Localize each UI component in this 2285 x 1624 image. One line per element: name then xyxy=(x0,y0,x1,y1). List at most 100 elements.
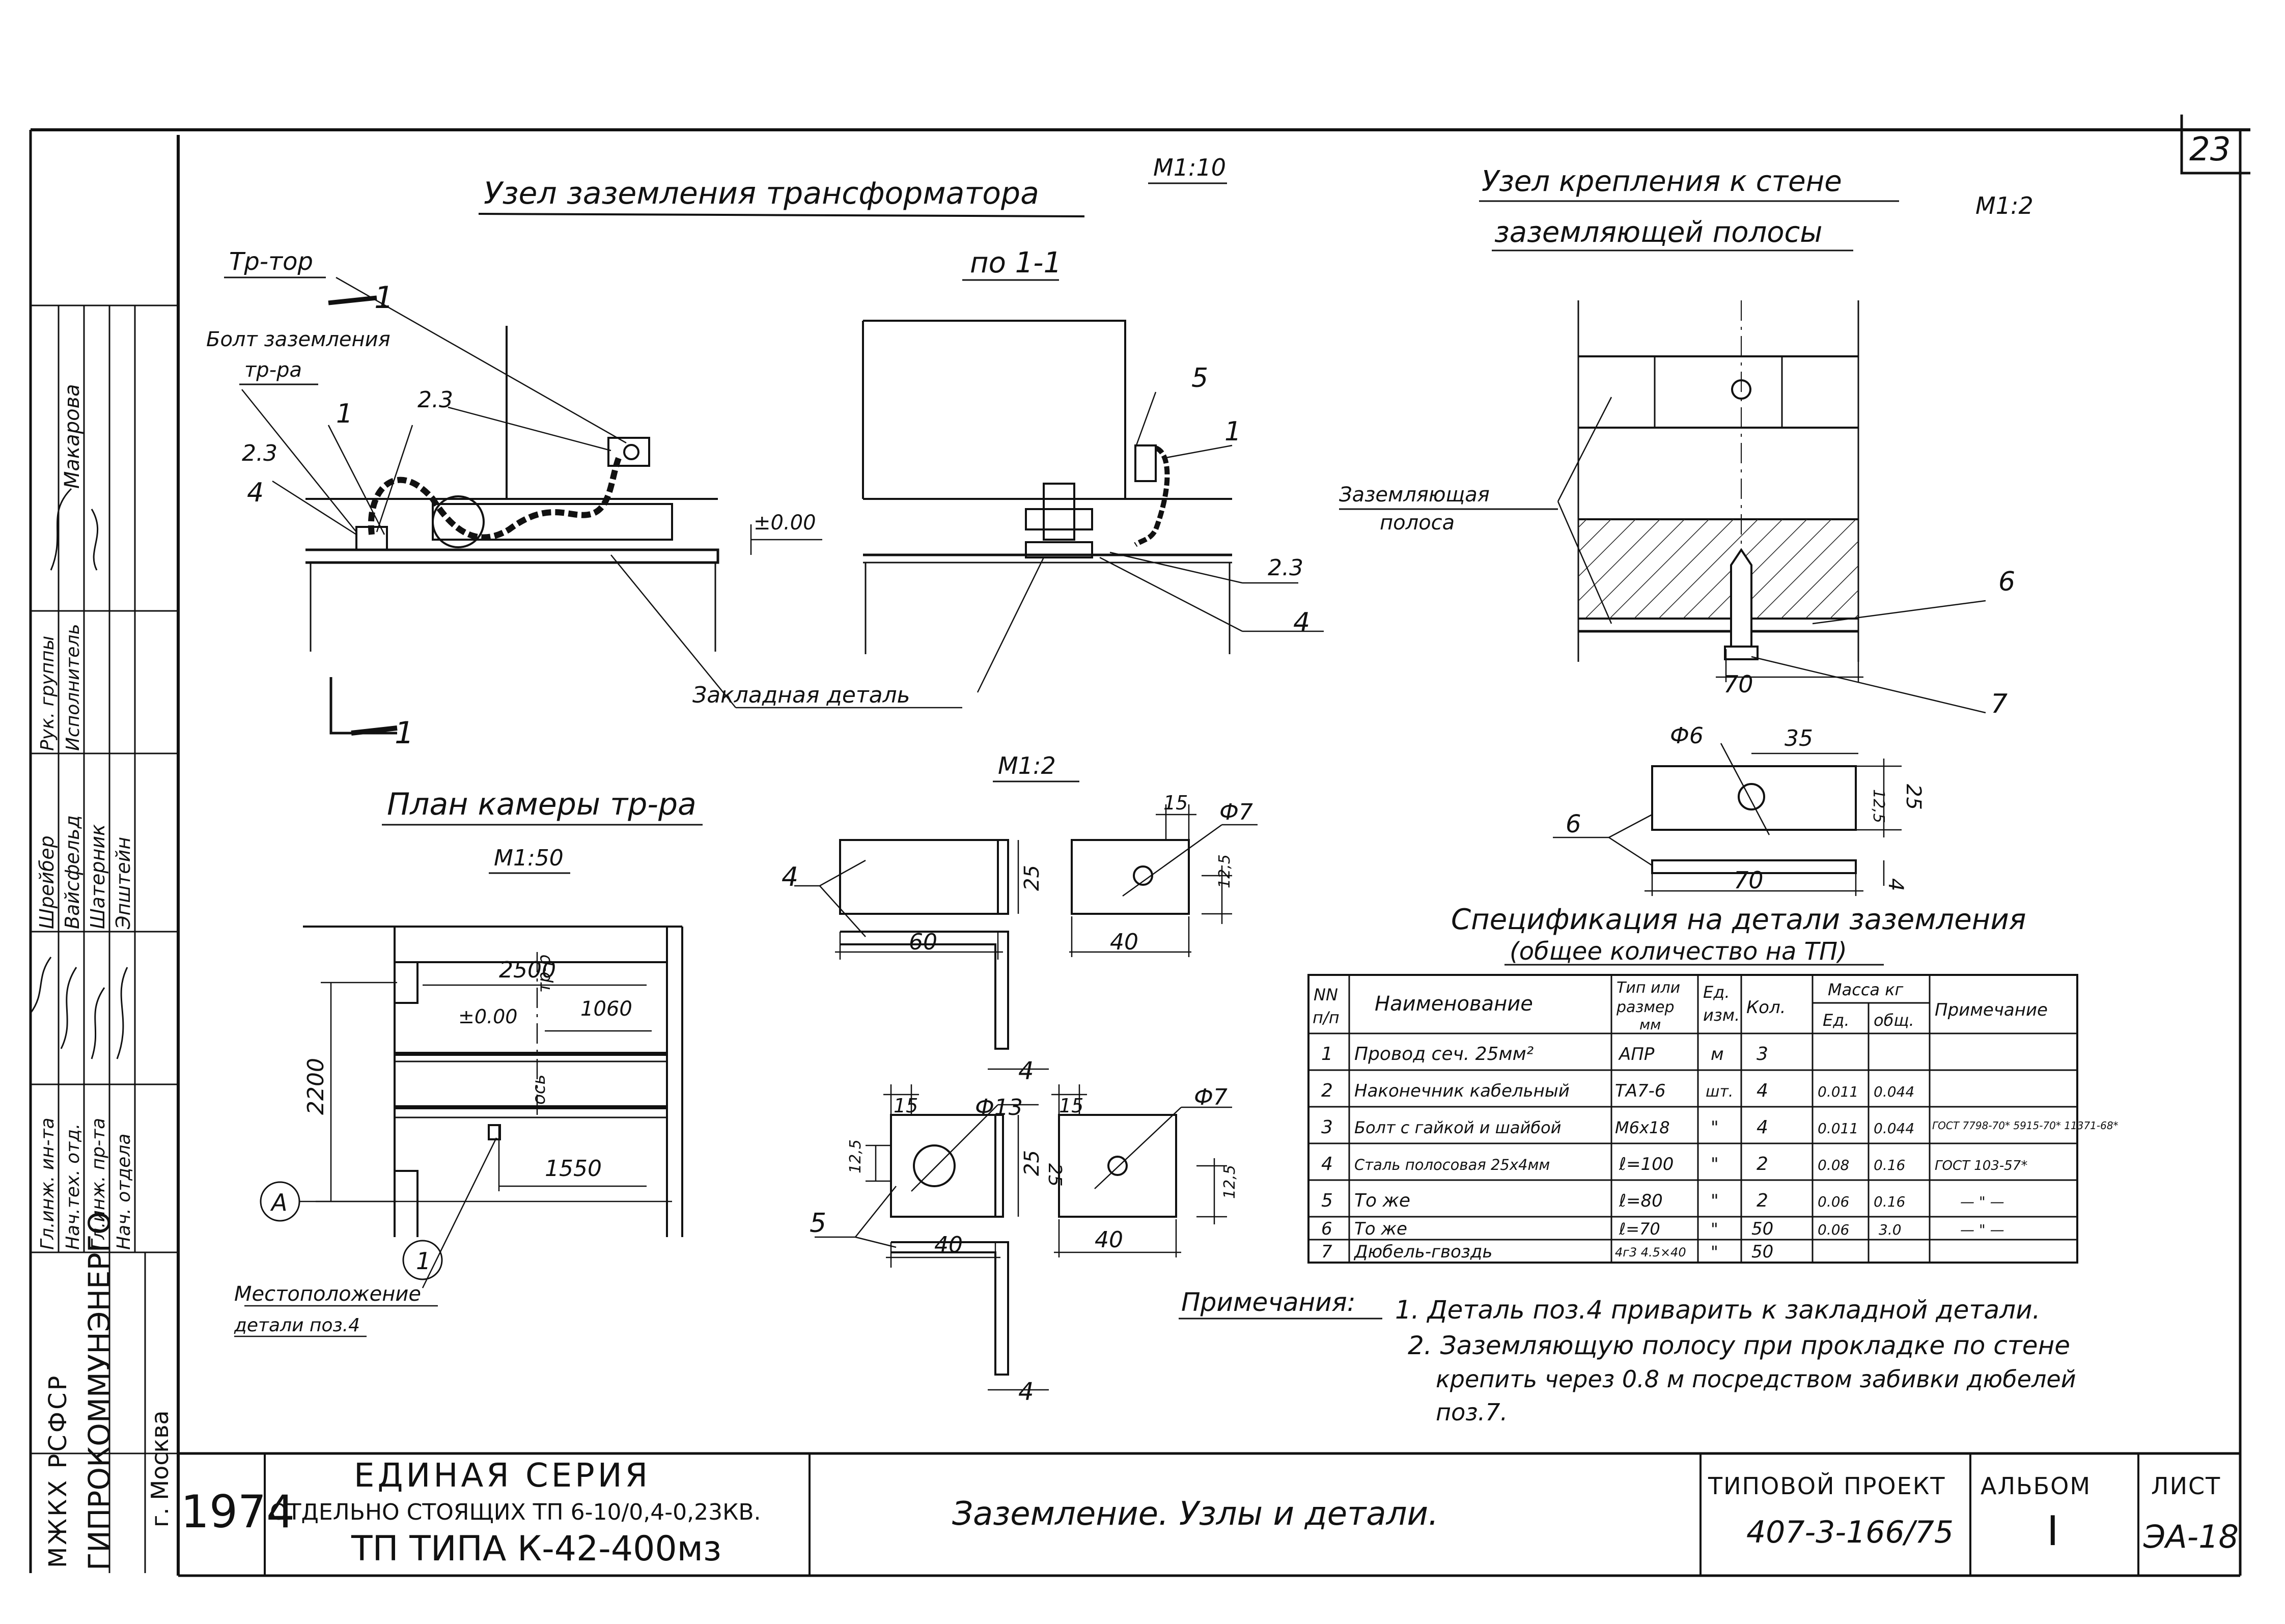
cell-unit: " xyxy=(1711,1219,1718,1239)
cell-note: ГОСТ 7798-70* 5915-70* 11371-68* xyxy=(1932,1119,2119,1132)
cell-num: 6 xyxy=(1321,1219,1332,1239)
note-2: 2. Заземляющую полосу при прокладке по с… xyxy=(1408,1331,2070,1360)
cell-unit: " xyxy=(1711,1154,1719,1174)
det-pos-4: 4 xyxy=(782,862,798,892)
hdr-type-3: мм xyxy=(1639,1016,1661,1033)
cell-type: ТА7-6 xyxy=(1615,1081,1666,1101)
hdr-mass: Масса кг xyxy=(1828,980,1904,999)
table-row: 1 Провод сеч. 25мм² АПР м 3 xyxy=(1321,1044,1768,1065)
det-dim-12-5a: 12,5 xyxy=(1216,854,1234,888)
section-mark-bottom: 1 xyxy=(395,715,414,751)
cell-qty: 50 xyxy=(1751,1242,1773,1262)
det-dim-12-5c: 12,5 xyxy=(1221,1165,1239,1199)
det-dim-12-5b: 12,5 xyxy=(847,1139,865,1173)
hdr-unit-2: изм. xyxy=(1703,1005,1740,1025)
dim-12-5: 12,5 xyxy=(1870,789,1887,823)
sheet-frame xyxy=(31,130,2250,1576)
cell-unit: м xyxy=(1711,1044,1724,1065)
signature xyxy=(51,489,98,570)
cell-type: М6х18 xyxy=(1615,1118,1670,1137)
plan-level: ±0.00 xyxy=(458,1005,517,1028)
label-axis: ось xyxy=(529,1074,549,1105)
cell-qty: 2 xyxy=(1757,1154,1768,1174)
spec-title-2: (общее количество на ТП) xyxy=(1510,937,1847,966)
cell-type: ℓ=100 xyxy=(1619,1154,1674,1174)
cell-mass-unit: 0.011 xyxy=(1818,1120,1858,1137)
role-1: Нач.тех. отд. xyxy=(63,1124,83,1250)
table-row: 2 Наконечник кабельный ТА7-6 шт. 4 0.011… xyxy=(1321,1080,1914,1101)
dim-1060: 1060 xyxy=(580,997,632,1021)
cell-note: — " — xyxy=(1960,1193,2004,1210)
role-5: Исполнитель xyxy=(63,624,83,751)
view-section-1-1: по 1-1 5 1 2.3 4 xyxy=(863,246,1324,692)
series-line-1: ЕДИНАЯ СЕРИЯ xyxy=(354,1457,651,1495)
hdr-unit-1: Ед. xyxy=(1703,983,1730,1002)
cell-unit: " xyxy=(1711,1117,1719,1138)
cell-mass-total: 0.044 xyxy=(1874,1120,1914,1137)
year: 1974 xyxy=(181,1486,295,1538)
label-tr: тр-р xyxy=(534,955,554,993)
cell-qty: 3 xyxy=(1757,1044,1768,1065)
sheet-number: 23 xyxy=(2189,131,2231,169)
cell-name: То же xyxy=(1354,1190,1410,1211)
pos-2-3-left: 2.3 xyxy=(242,440,277,466)
cell-mass-unit: 0.011 xyxy=(1818,1083,1858,1100)
plan-pos-1: 1 xyxy=(416,1247,431,1275)
role-2: Гл.инж. пр-та xyxy=(88,1118,109,1250)
hdr-note: Примечание xyxy=(1935,1000,2048,1020)
cell-type: АПР xyxy=(1618,1044,1655,1065)
cell-name: То же xyxy=(1354,1219,1407,1239)
plan-note-1: Местоположение xyxy=(234,1282,421,1306)
det-dim-40c: 40 xyxy=(1095,1227,1123,1253)
cell-mass-unit: 0.06 xyxy=(1818,1221,1849,1238)
table-row: 4 Сталь полосовая 25х4мм ℓ=100 " 2 0.08 … xyxy=(1321,1154,2027,1174)
cell-mass-total: 0.16 xyxy=(1874,1157,1905,1173)
spec-table: Спецификация на детали заземления (общее… xyxy=(1308,903,2119,1263)
role-3: Нач. отдела xyxy=(114,1134,134,1250)
dim-2500: 2500 xyxy=(499,957,556,983)
view-strip-detail: Ф6 35 12,5 25 6 70 4 xyxy=(1553,723,1925,896)
cell-unit: шт. xyxy=(1706,1083,1733,1101)
sheet-label: ЛИСТ xyxy=(2151,1472,2221,1500)
cell-qty: 4 xyxy=(1757,1080,1768,1101)
cell-qty: 2 xyxy=(1757,1190,1768,1211)
label-embedded-part: Закладная деталь xyxy=(692,682,910,708)
cell-name: Болт с гайкой и шайбой xyxy=(1354,1118,1561,1137)
org-line-1: МЖКХ РСФСР xyxy=(44,1374,72,1568)
table-row: 7 Дюбель-гвоздь 4г3 4.5×40 " 50 xyxy=(1321,1242,1773,1262)
view-transformer-node: Узел заземления трансформатора М1:10 Тр-… xyxy=(206,154,1227,751)
cell-mass-unit: 0.06 xyxy=(1818,1193,1849,1210)
pos-4: 4 xyxy=(247,478,264,508)
spec-title-1: Спецификация на детали заземления xyxy=(1451,903,2026,936)
series-line-3: ТП ТИПА К-42-400мз xyxy=(351,1529,721,1569)
album-number: I xyxy=(2047,1507,2059,1555)
plan-scale: М1:50 xyxy=(494,845,564,871)
cell-name: Сталь полосовая 25х4мм xyxy=(1354,1156,1550,1173)
org-line-3: г. Москва xyxy=(146,1410,174,1527)
note-3: крепить через 0.8 м посредством забивки … xyxy=(1436,1365,2076,1393)
pos-2-3-mid: 2.3 xyxy=(417,387,453,413)
notes-label: Примечания: xyxy=(1181,1287,1356,1317)
table-row: 6 То же ℓ=70 " 50 0.06 3.0 — " — xyxy=(1321,1219,2004,1239)
det-dim-15a: 15 xyxy=(1163,792,1188,814)
cell-num: 2 xyxy=(1321,1080,1333,1101)
drawing-title: Заземление. Узлы и детали. xyxy=(952,1495,1438,1533)
sheet-code: ЭА-18 xyxy=(2143,1518,2239,1555)
section-mark-top: 1 xyxy=(374,280,394,316)
pos-2-3: 2.3 xyxy=(1268,555,1303,581)
project-number: 407-3-166/75 xyxy=(1746,1515,1954,1550)
label-transformer: Тр-тор xyxy=(229,247,313,276)
name-3: Эпштейн xyxy=(112,837,134,930)
det-dim-40b: 40 xyxy=(934,1232,963,1258)
cell-type: 4г3 4.5×40 xyxy=(1615,1245,1686,1259)
wall-title-2: заземляющей полосы xyxy=(1494,216,1823,249)
pos-5: 5 xyxy=(1191,363,1208,394)
cell-qty: 50 xyxy=(1751,1219,1773,1239)
cell-name: Дюбель-гвоздь xyxy=(1353,1242,1492,1262)
label-strip-2: полоса xyxy=(1380,511,1455,535)
det-pos-5: 5 xyxy=(810,1208,826,1239)
pos-1: 1 xyxy=(1224,416,1241,447)
dim-25: 25 xyxy=(1902,784,1925,810)
cell-mass-total: 3.0 xyxy=(1879,1221,1902,1238)
cell-num: 3 xyxy=(1321,1117,1333,1138)
